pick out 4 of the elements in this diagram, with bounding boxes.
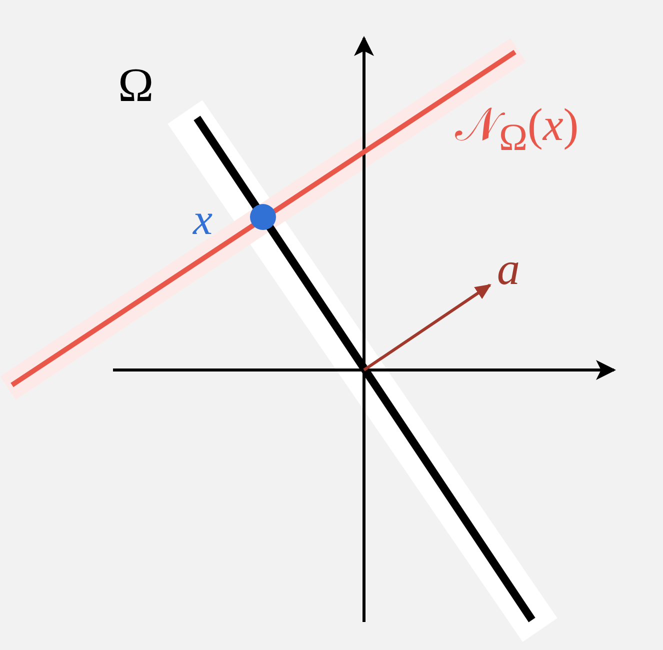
set-label: Ω xyxy=(118,62,154,110)
normal-cone-label: 𝒩$_{Ω}$(x) xyxy=(455,102,579,158)
point-label: x xyxy=(193,198,213,242)
vector-label: a xyxy=(497,246,520,292)
